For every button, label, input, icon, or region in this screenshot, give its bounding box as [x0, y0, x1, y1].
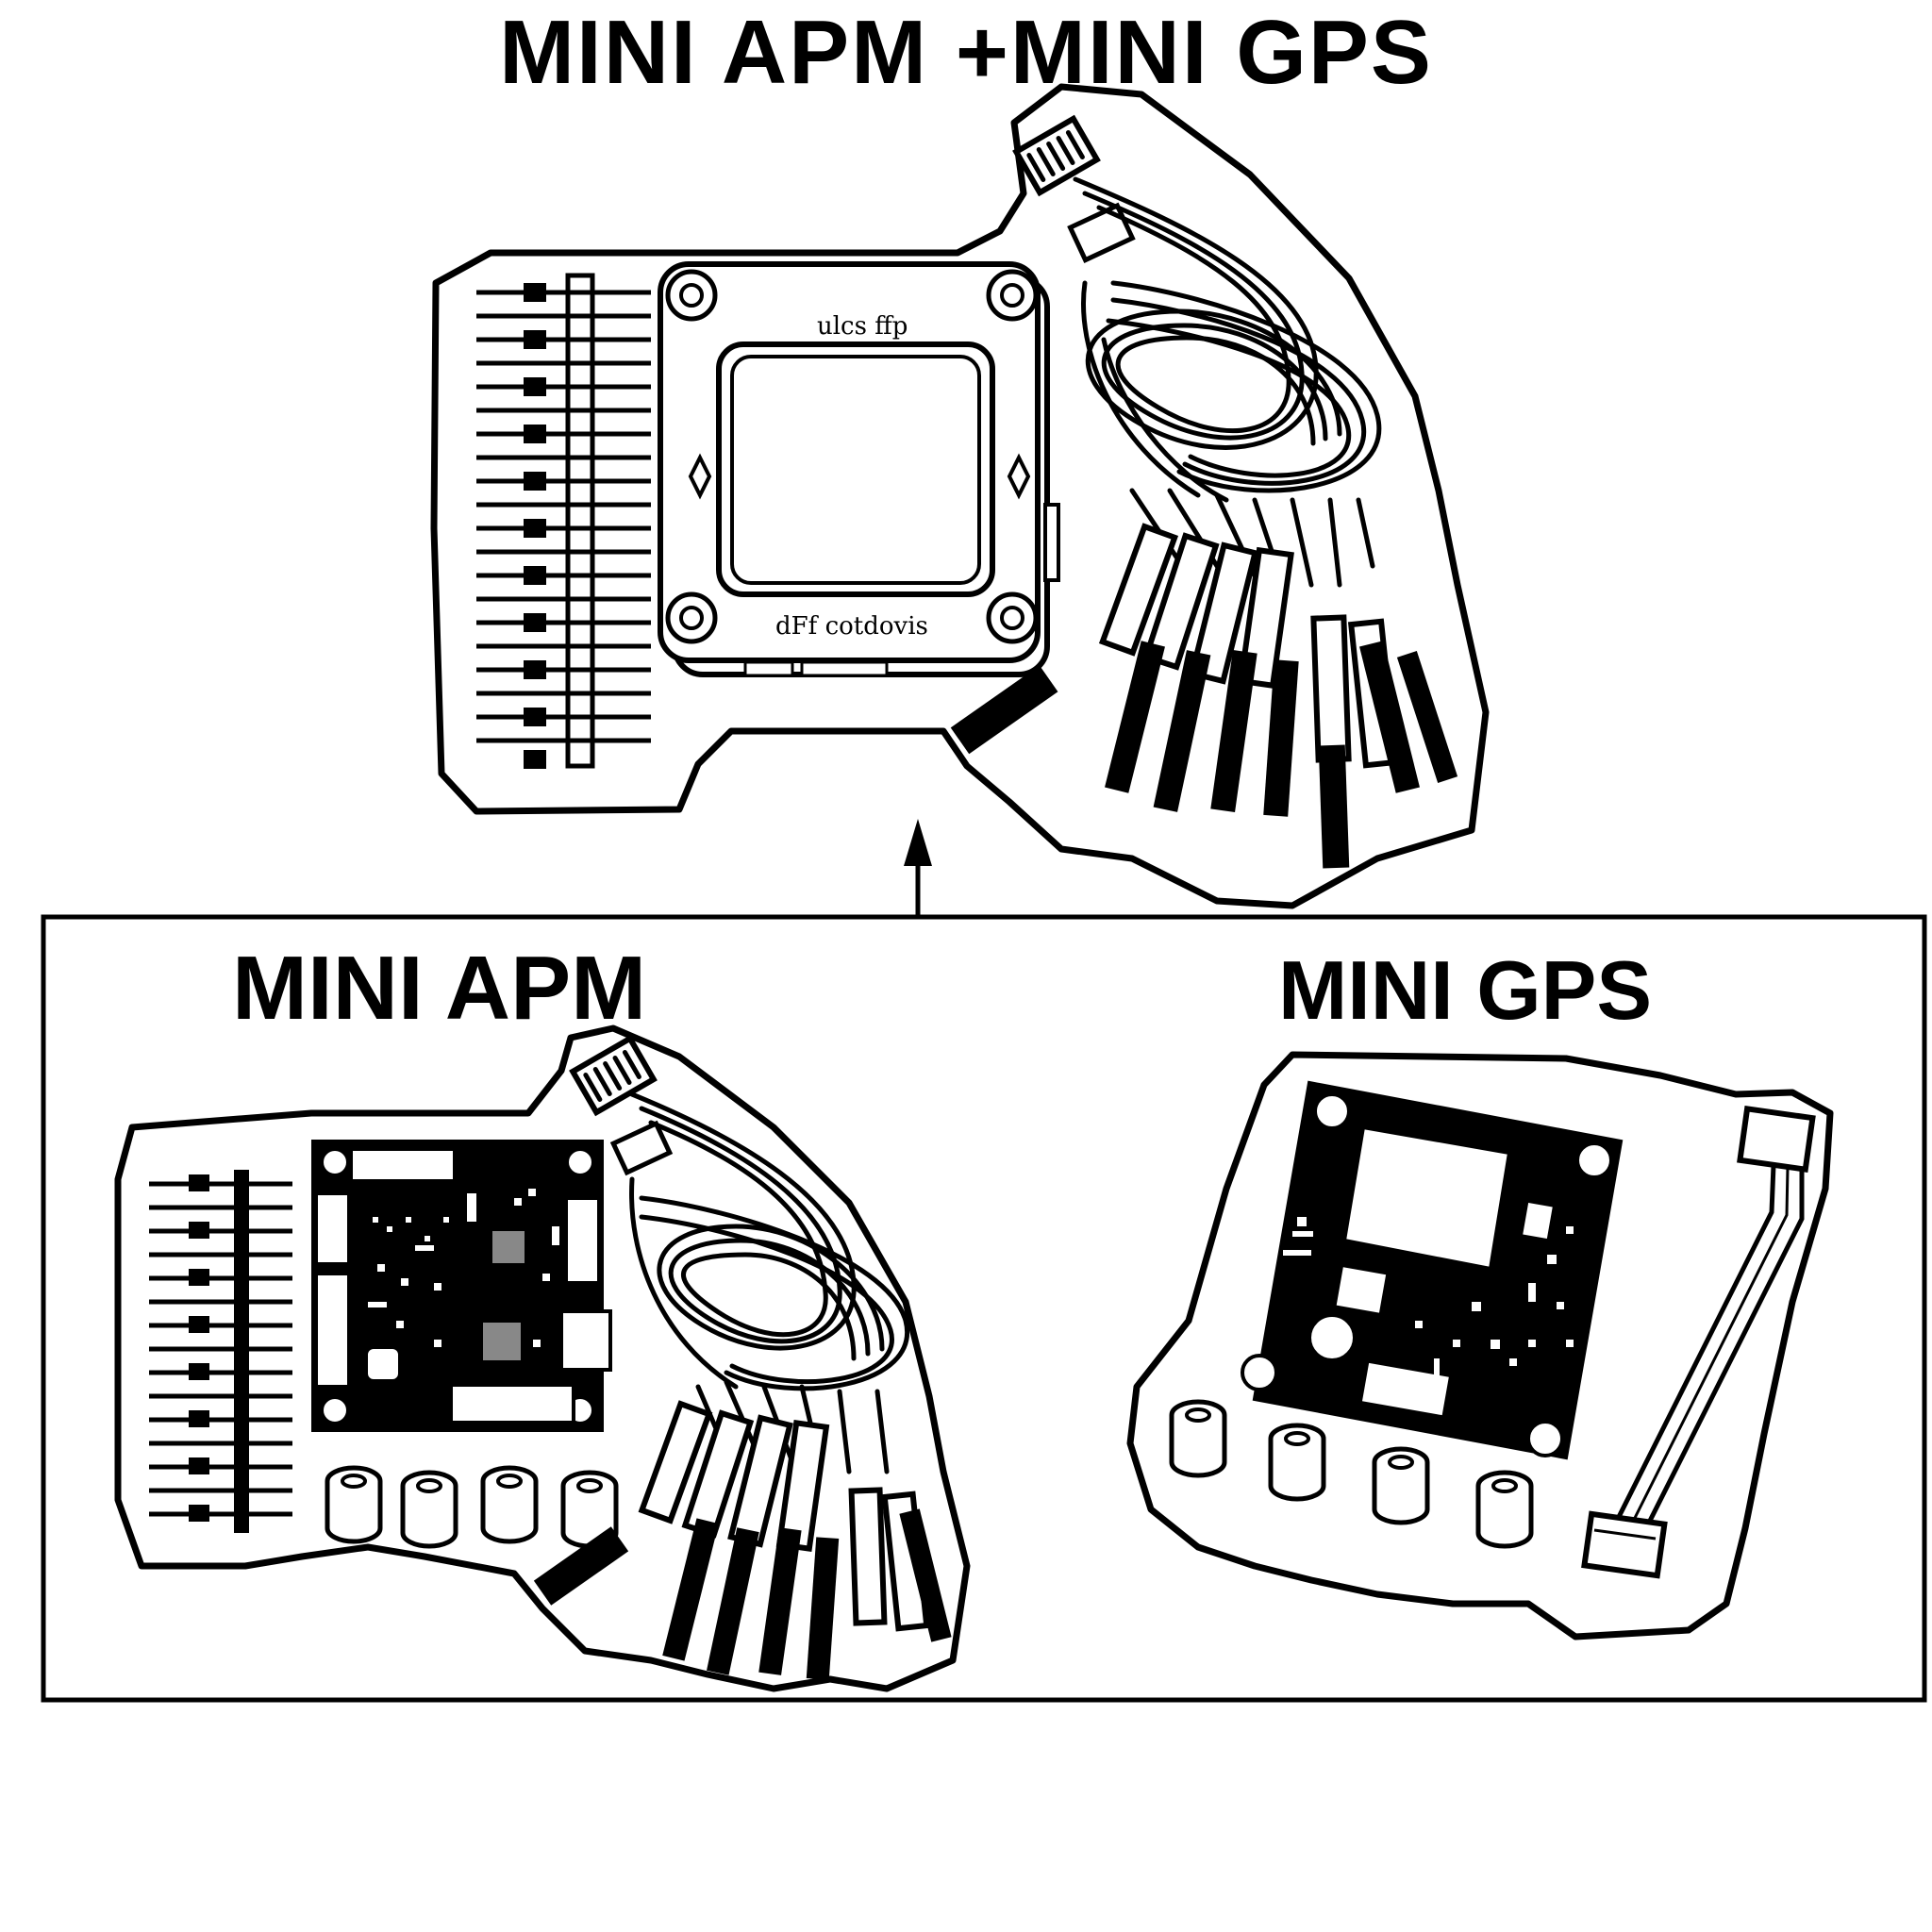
mounting-hole-icon [989, 272, 1036, 319]
assembly-gps-module: ulcs ffp dFf cotdovis [658, 261, 1060, 677]
mounting-hole-icon [989, 594, 1036, 641]
gps-illustration [1126, 1051, 1834, 1641]
assembly-cable-harness [950, 114, 1458, 869]
mounting-hole-icon [668, 594, 715, 641]
apm-illustration [114, 1024, 971, 1692]
silkscreen-top: ulcs ffp [817, 312, 908, 341]
jst-connector-icon [1012, 114, 1101, 197]
silkscreen-bottom: dFf cotdovis [775, 612, 928, 641]
mounting-hole-icon [668, 272, 715, 319]
mini-apm-label: MINI APM [232, 938, 647, 1039]
cable-harness-icon [533, 1034, 952, 1680]
arrow-up-icon [904, 819, 932, 915]
assembly-illustration: ulcs ffp dFf cotdovis [430, 83, 1490, 909]
diagram-title: MINI APM +MINI GPS [499, 2, 1433, 103]
mini-gps-label: MINI GPS [1278, 943, 1653, 1037]
assembly-pin-header [476, 273, 651, 769]
components-frame [41, 914, 1927, 1703]
gps-cable [1581, 1106, 1816, 1579]
